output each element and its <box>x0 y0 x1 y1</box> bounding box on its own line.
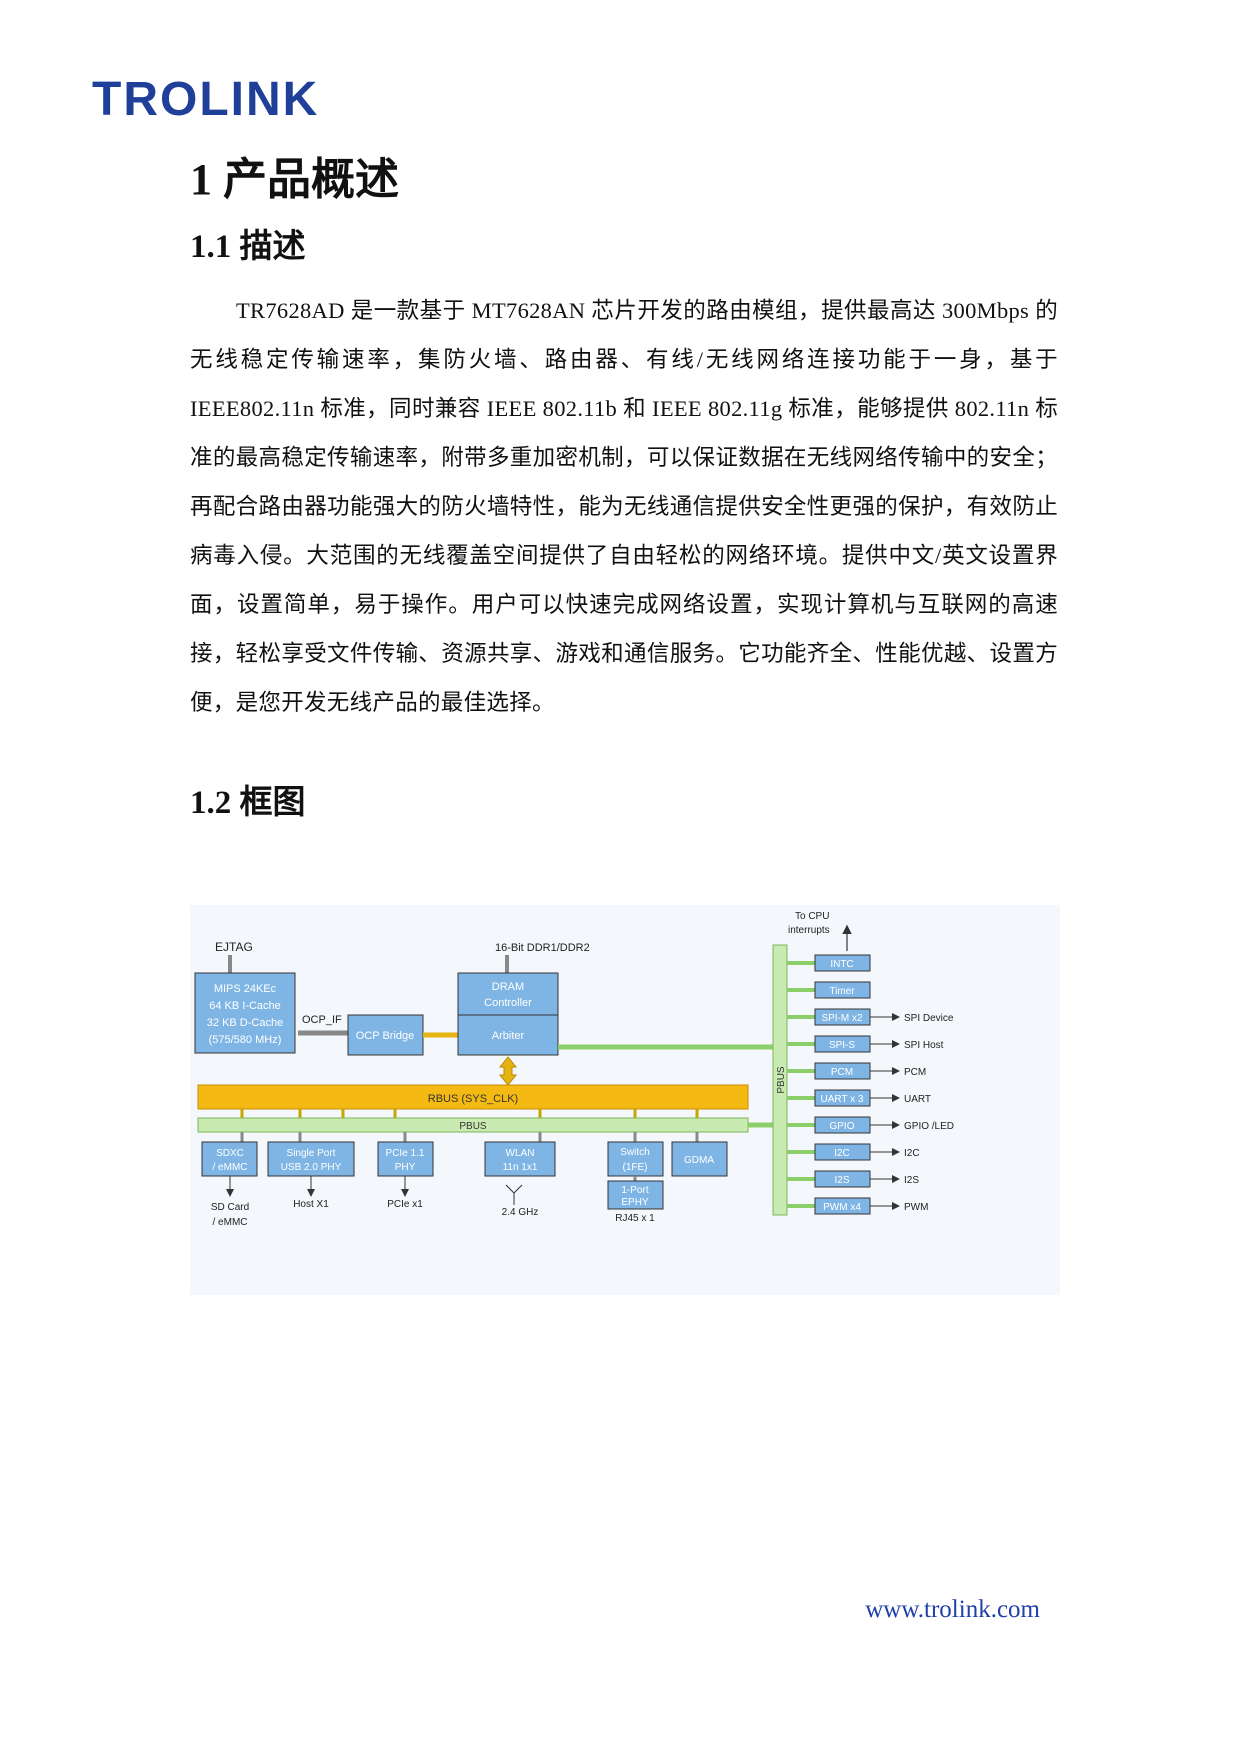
ephy-line-1: 1-Port <box>621 1185 648 1196</box>
pcie-out-label: PCIe x1 <box>387 1199 423 1210</box>
periph-out-label: I2C <box>904 1148 920 1159</box>
switch-block: Switch (1FE) <box>607 1141 664 1177</box>
dram-line-1: DRAM <box>492 981 524 993</box>
switch-line-2: (1FE) <box>623 1162 648 1173</box>
ocp-if-label: OCP_IF <box>302 1014 342 1026</box>
cpu-int-line-2: interrupts <box>788 925 830 936</box>
sdxc-block: SDXC / eMMC <box>201 1141 258 1177</box>
periph-out-label: PCM <box>904 1067 926 1078</box>
ocp-bridge-block: OCP Bridge <box>347 1014 424 1056</box>
periph-out-label: SPI Host <box>904 1040 944 1051</box>
ephy-block: 1-Port EPHY <box>607 1180 664 1210</box>
arbiter-label: Arbiter <box>492 1030 525 1042</box>
periph-out-label: PWM <box>904 1202 928 1213</box>
ejtag-label: EJTAG <box>215 940 253 954</box>
section-1-2-title: 1.2 框图 <box>190 785 306 821</box>
dram-controller-block: DRAM Controller <box>457 972 559 1016</box>
periph-box-label: PCM <box>831 1067 853 1078</box>
sdxc-line-2: / eMMC <box>213 1162 248 1173</box>
usb-block: Single Port USB 2.0 PHY <box>267 1141 355 1177</box>
mips-line-4: (575/580 MHz) <box>209 1034 282 1046</box>
periph-out-label: SPI Device <box>904 1013 954 1024</box>
ephy-line-2: EPHY <box>621 1197 649 1208</box>
periph-out-label: GPIO /LED <box>904 1121 954 1132</box>
periph-box-label: SPI-S <box>829 1040 855 1051</box>
arbiter-block: Arbiter <box>457 1014 559 1056</box>
mips-cpu-block: MIPS 24KEc 64 KB I-Cache 32 KB D-Cache (… <box>194 972 296 1054</box>
ocp-bridge-label: OCP Bridge <box>356 1030 415 1042</box>
section-1-title: 1 产品概述 <box>190 155 399 204</box>
ephy-out-label: RJ45 x 1 <box>615 1213 655 1224</box>
periph-box <box>814 954 871 972</box>
gdma-block: GDMA <box>671 1141 728 1177</box>
block-diagram: EJTAG MIPS 24KEc 64 KB I-Cache 32 KB D-C… <box>190 905 1060 1295</box>
wlan-line-1: WLAN <box>506 1148 535 1159</box>
antenna-icon <box>505 1184 523 1205</box>
usb-line-2: USB 2.0 PHY <box>281 1162 342 1173</box>
mips-line-2: 64 KB I-Cache <box>209 1000 281 1012</box>
periph-box-label: SPI-M x2 <box>821 1013 863 1024</box>
wlan-line-2: 11n 1x1 <box>503 1162 538 1173</box>
pbus-vertical-bar: PBUS <box>772 944 788 1216</box>
pbus-label: PBUS <box>459 1121 487 1132</box>
wlan-out-label: 2.4 GHz <box>502 1207 539 1218</box>
wlan-block: WLAN 11n 1x1 <box>484 1141 556 1177</box>
mips-line-3: 32 KB D-Cache <box>207 1017 283 1029</box>
pbus-bar: PBUS <box>197 1117 749 1133</box>
switch-line-1: Switch <box>620 1147 649 1158</box>
rbus-label: RBUS (SYS_CLK) <box>428 1093 518 1105</box>
periph-box-label: GPIO <box>829 1121 854 1132</box>
periph-box <box>814 981 871 999</box>
sdxc-out-line-2: / eMMC <box>213 1217 248 1228</box>
periph-box-label: I2C <box>834 1148 850 1159</box>
periph-box-label: PWM x4 <box>823 1202 861 1213</box>
periph-out-label: I2S <box>904 1175 919 1186</box>
sdxc-line-1: SDXC <box>216 1148 244 1159</box>
logo-text: TROLINK <box>92 73 320 126</box>
pcie-line-2: PHY <box>395 1162 416 1173</box>
pbus-vertical-label: PBUS <box>776 1066 787 1094</box>
periph-box-label: UART x 3 <box>821 1094 864 1105</box>
usb-line-1: Single Port <box>287 1148 336 1159</box>
pcie-line-1: PCIe 1.1 <box>386 1148 425 1159</box>
periph-box-label: I2S <box>834 1175 849 1186</box>
arbiter-rbus-arrow <box>498 1056 518 1086</box>
usb-out-label: Host X1 <box>293 1199 329 1210</box>
periph-out-label: UART <box>904 1094 931 1105</box>
dram-line-2: Controller <box>484 997 532 1009</box>
sdxc-out-line-1: SD Card <box>211 1202 249 1213</box>
pcie-block: PCIe 1.1 PHY <box>377 1141 434 1177</box>
rbus-bar: RBUS (SYS_CLK) <box>197 1084 749 1110</box>
footer-url[interactable]: www.trolink.com <box>865 1596 1040 1623</box>
trolink-logo: TROLINK <box>92 72 352 128</box>
bottom-drops <box>240 1132 699 1142</box>
rbus-drops <box>240 1109 699 1118</box>
section-1-1-title: 1.1 描述 <box>190 229 306 265</box>
ddr-label: 16-Bit DDR1/DDR2 <box>495 942 590 954</box>
periph-box-label: Timer <box>829 986 855 997</box>
cpu-int-line-1: To CPU <box>795 911 829 922</box>
periph-box-label: INTC <box>830 959 853 970</box>
description-paragraph: TR7628AD 是一款基于 MT7628AN 芯片开发的路由模组，提供最高达 … <box>190 298 1058 715</box>
mips-line-1: MIPS 24KEc <box>214 983 277 995</box>
gdma-label: GDMA <box>684 1155 714 1166</box>
